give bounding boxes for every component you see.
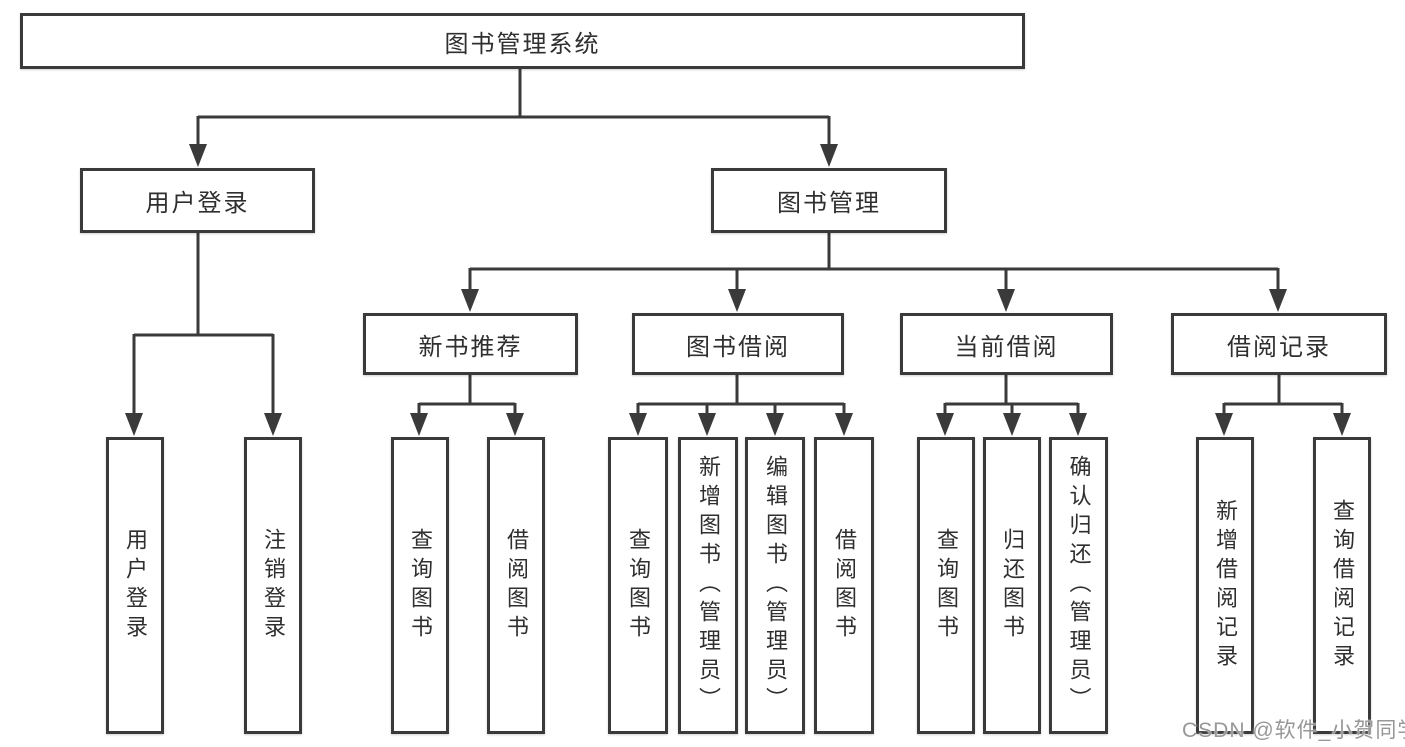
node-label: 借阅图书 xyxy=(504,527,529,644)
node-label: 用户登录 xyxy=(145,190,250,217)
leaf-add-books-admin: 新增图书（管理员） xyxy=(678,437,738,734)
node-label: 确认归还（管理员） xyxy=(1066,455,1092,716)
node-label: 新增借阅记录 xyxy=(1213,498,1238,673)
node-borrow-records: 借阅记录 xyxy=(1171,313,1387,375)
leaf-user-login: 用户登录 xyxy=(106,437,164,734)
node-label: 借阅记录 xyxy=(1227,333,1331,361)
leaf-borrow-books: 借阅图书 xyxy=(814,437,874,734)
node-current-borrow: 当前借阅 xyxy=(900,313,1113,375)
leaf-add-borrow-record: 新增借阅记录 xyxy=(1196,437,1254,734)
node-label: 当前借阅 xyxy=(954,333,1059,361)
arrowhead-bb-borrow xyxy=(835,413,853,436)
arrowhead-current-borrow xyxy=(997,289,1015,312)
node-label: 图书管理 xyxy=(777,190,881,217)
node-book-management: 图书管理 xyxy=(711,168,947,233)
arrowhead-br-query xyxy=(1333,413,1351,436)
arrowhead-cb-query xyxy=(936,413,954,436)
arrowhead-bb-edit xyxy=(766,413,784,436)
arrowhead-nbr-query xyxy=(410,413,428,436)
node-label: 图书借阅 xyxy=(686,333,790,361)
node-label: 新书推荐 xyxy=(418,333,523,361)
node-label: 借阅图书 xyxy=(832,527,857,644)
leaf-query-books-borrow: 查询图书 xyxy=(608,437,668,734)
arrowhead-borrow-records xyxy=(1269,289,1287,312)
node-label: 注销登录 xyxy=(261,527,286,644)
leaf-borrow-books-recommend: 借阅图书 xyxy=(487,437,545,734)
leaf-query-books-recommend: 查询图书 xyxy=(391,437,449,734)
leaf-edit-books-admin: 编辑图书（管理员） xyxy=(745,437,805,734)
node-label: 新增图书（管理员） xyxy=(696,455,721,716)
node-library-management-system: 图书管理系统 xyxy=(20,13,1025,69)
arrowhead-br-add xyxy=(1215,413,1233,436)
node-label: 归还图书 xyxy=(1000,527,1025,644)
leaf-logout: 注销登录 xyxy=(244,437,302,734)
node-user-login: 用户登录 xyxy=(80,168,315,233)
arrowhead-nbr-borrow xyxy=(506,413,524,436)
node-book-borrow: 图书借阅 xyxy=(632,313,844,375)
node-label: 查询图书 xyxy=(408,527,433,644)
arrowhead-book-borrow xyxy=(728,289,746,312)
arrowhead-leaf-login xyxy=(125,413,143,436)
arrowhead-leaf-logout xyxy=(264,413,282,436)
csdn-watermark: CSDN @软件_小贺同学 xyxy=(1182,719,1405,742)
arrowhead-book-mgmt xyxy=(820,144,838,167)
leaf-return-books: 归还图书 xyxy=(983,437,1041,734)
arrowhead-cb-confirm xyxy=(1069,413,1087,436)
leaf-confirm-return-admin: 确认归还（管理员） xyxy=(1049,437,1108,734)
node-new-book-recommend: 新书推荐 xyxy=(363,313,578,375)
node-label: 用户登录 xyxy=(123,527,148,644)
node-label: 图书管理系统 xyxy=(444,30,601,58)
node-label: 查询图书 xyxy=(934,527,959,644)
arrowhead-bb-query xyxy=(629,413,647,436)
arrowhead-user-login xyxy=(189,144,207,167)
arrowhead-new-book xyxy=(461,289,479,312)
arrowhead-cb-return xyxy=(1003,413,1021,436)
leaf-query-borrow-record: 查询借阅记录 xyxy=(1313,437,1371,734)
node-label: 查询图书 xyxy=(626,527,651,644)
arrowhead-bb-add xyxy=(698,413,716,436)
leaf-query-books-current: 查询图书 xyxy=(917,437,975,734)
node-label: 编辑图书（管理员） xyxy=(763,455,788,716)
node-label: 查询借阅记录 xyxy=(1330,498,1355,673)
